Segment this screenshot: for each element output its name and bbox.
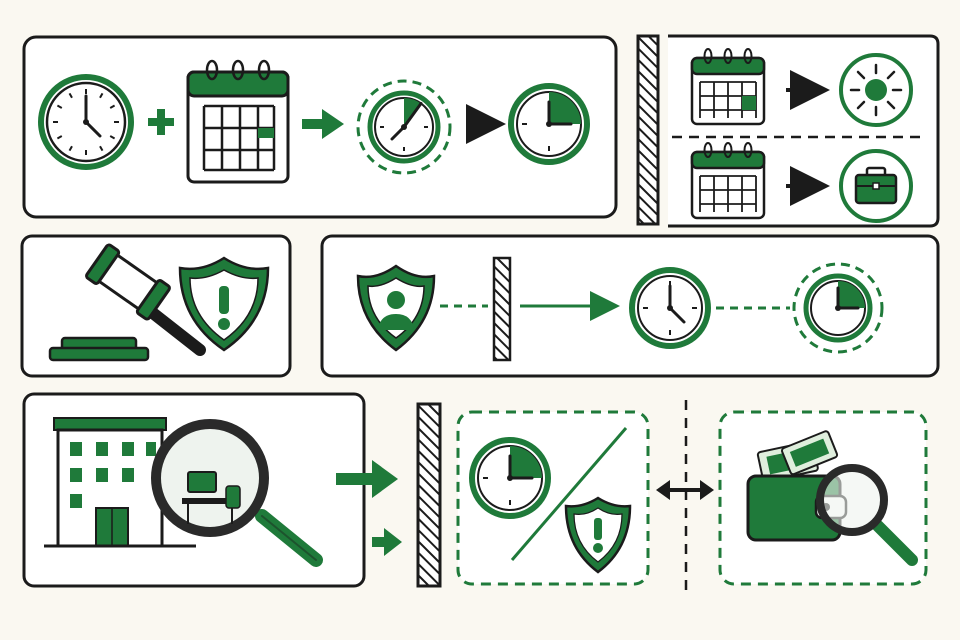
clock-icon bbox=[38, 74, 134, 170]
calendar-icon bbox=[186, 59, 290, 184]
divider-bar-icon bbox=[492, 256, 512, 362]
panel-time-vs-protection bbox=[456, 410, 650, 586]
calendar-icon bbox=[690, 48, 766, 126]
briefcase-icon bbox=[839, 149, 913, 223]
shield-alert-icon bbox=[178, 256, 270, 352]
clock-icon bbox=[508, 83, 590, 165]
gavel-icon bbox=[48, 243, 206, 362]
clock-icon bbox=[629, 267, 711, 349]
arrow-right-icon bbox=[336, 460, 398, 498]
calendar-icon bbox=[690, 142, 766, 220]
double-arrow-icon bbox=[656, 480, 714, 500]
panel-calendar-outcomes bbox=[668, 34, 940, 228]
panel-finance-review bbox=[718, 410, 928, 586]
panel-time-calendar bbox=[22, 35, 618, 219]
arrow-right-icon bbox=[302, 109, 344, 139]
magnifier-icon bbox=[816, 464, 918, 566]
shield-person-icon bbox=[356, 264, 436, 352]
clock-icon bbox=[469, 437, 551, 519]
divider-bar-icon bbox=[416, 402, 442, 588]
magnifier-icon bbox=[151, 419, 323, 567]
panel-workplace-inspection bbox=[22, 392, 366, 588]
building-icon bbox=[44, 417, 196, 548]
sun-icon bbox=[839, 53, 913, 127]
clock-icon bbox=[792, 262, 884, 354]
plus-icon bbox=[148, 109, 174, 135]
panel-law-compliance bbox=[20, 234, 292, 378]
panel-protection-timeline bbox=[320, 234, 940, 378]
divider-bar-icon bbox=[636, 34, 660, 226]
arrow-right-icon bbox=[372, 528, 402, 556]
shield-alert-icon bbox=[564, 496, 632, 574]
clock-icon bbox=[356, 79, 452, 175]
